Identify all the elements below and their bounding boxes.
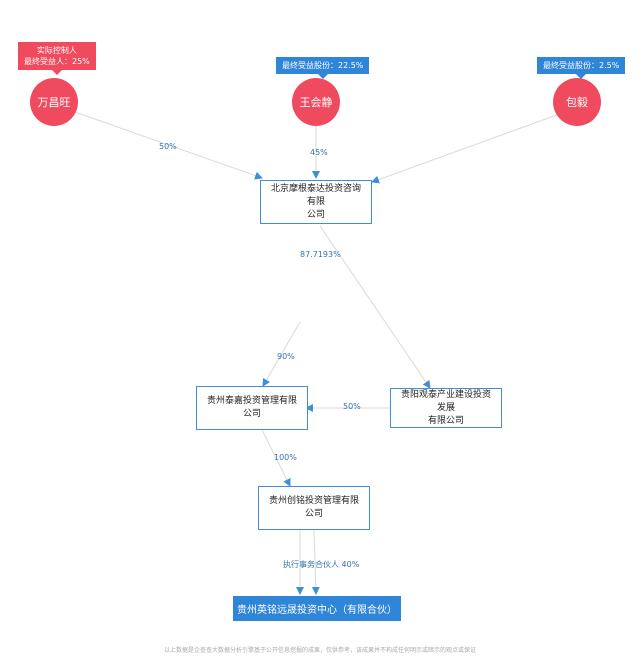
- pct-wan-beijing: 50%: [159, 142, 177, 151]
- pct-taijia-chuangming: 100%: [274, 453, 297, 462]
- wan-controller-tag: 实际控制人 最终受益人：25%: [18, 42, 96, 75]
- person-wang[interactable]: 王会静: [292, 78, 340, 126]
- company-guizhou-taijia[interactable]: 贵州泰嘉投资管理有限公司: [196, 386, 308, 430]
- edge-bao-beijing: [371, 111, 566, 184]
- pct-beijing-guantai: 87.7193%: [300, 250, 341, 259]
- footer-disclaimer: 以上数据是企查查大数据分析引擎基于公开信息挖掘的成果，仅供参考，该成果并不构成任…: [163, 647, 476, 654]
- company-guizhou-chuangming[interactable]: 贵州创铭投资管理有限公司: [258, 486, 370, 530]
- pct-guantai-taijia: 50%: [343, 402, 361, 411]
- person-bao[interactable]: 包毅: [553, 78, 601, 126]
- bao-benefit-tag: 最终受益股份：2.5%: [537, 57, 626, 79]
- edge-taijia-chuangming: [261, 429, 291, 487]
- pct-chuangming-target: 执行事务合伙人 40%: [283, 560, 360, 569]
- company-guiyang-guantai[interactable]: 贵阳观泰产业建设投资发展 有限公司: [390, 388, 502, 428]
- edge-beijing-taijia: [262, 321, 301, 387]
- edge-beijing-guantai: [319, 225, 431, 389]
- edge-chuangming-target-2: [311, 529, 320, 595]
- wang-benefit-tag: 最终受益股份：22.5%: [276, 57, 370, 79]
- company-beijing[interactable]: 北京摩根泰达投资咨询有限 公司: [260, 180, 372, 224]
- pct-to-taijia: 90%: [277, 352, 295, 361]
- pct-wang-beijing: 45%: [310, 148, 328, 157]
- target-company[interactable]: 贵州英铭远晟投资中心（有限合伙）: [233, 596, 401, 621]
- person-wan[interactable]: 万昌旺: [30, 78, 78, 126]
- edge-wan-beijing: [74, 111, 263, 180]
